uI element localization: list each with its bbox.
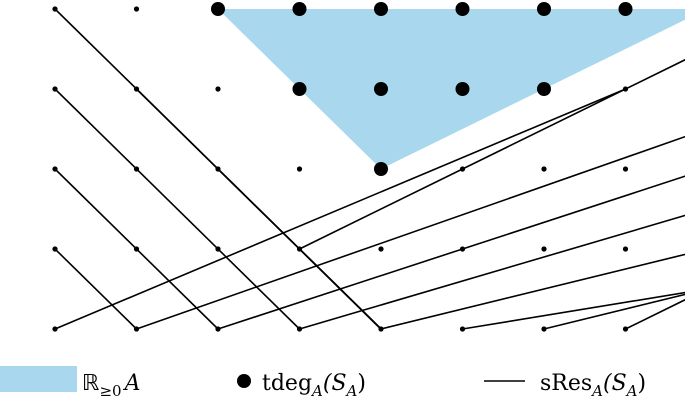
lattice-point	[378, 246, 384, 252]
tdeg-point	[292, 2, 307, 16]
rising-line	[462, 291, 685, 330]
lattice-point	[378, 326, 384, 332]
lattice-point	[459, 326, 466, 332]
legend-dot-symbol	[237, 374, 251, 388]
lattice-point	[52, 166, 58, 172]
lattice-point	[52, 326, 58, 332]
rising-line	[625, 298, 685, 330]
lattice-point	[459, 246, 466, 252]
legend-region-swatch	[0, 366, 77, 392]
lattice-point	[622, 246, 629, 252]
lattice-point	[133, 166, 140, 172]
lattice-point	[622, 166, 629, 172]
rising-line	[299, 214, 685, 330]
tdeg-point	[537, 82, 551, 96]
lattice-point	[622, 86, 629, 92]
lattice-point	[622, 326, 629, 332]
rising-line	[543, 293, 685, 330]
lattice-points	[52, 2, 633, 332]
cone-region	[218, 9, 685, 169]
lattice-point	[541, 326, 547, 332]
falling-line	[54, 88, 301, 330]
lattice-point	[215, 246, 221, 252]
lattice-point	[133, 6, 140, 12]
rising-line	[54, 88, 626, 330]
tdeg-point	[618, 2, 633, 16]
tdeg-point	[374, 162, 388, 176]
tdeg-point	[374, 2, 388, 16]
tdeg-point	[292, 82, 307, 96]
legend-dot-label: tdegA(SA)	[262, 371, 366, 400]
lattice-point	[52, 246, 58, 252]
tdeg-point	[537, 2, 551, 16]
lattice-point	[133, 326, 140, 332]
cone-polygon	[218, 9, 685, 169]
lattice-point	[541, 246, 547, 252]
lattice-point	[459, 166, 466, 172]
falling-line	[54, 248, 138, 330]
tdeg-point	[211, 2, 225, 16]
lattice-point	[215, 166, 221, 172]
rising-line	[299, 58, 685, 250]
tdeg-point	[455, 82, 470, 96]
lattice-point	[133, 86, 140, 92]
lattice-point	[296, 246, 303, 252]
lattice-point	[541, 166, 547, 172]
rising-line	[136, 135, 685, 330]
lattice-point	[215, 326, 221, 332]
lattice-point	[133, 246, 140, 252]
tdeg-point	[374, 82, 388, 96]
rising-line	[380, 253, 685, 330]
lattice-point	[52, 86, 58, 92]
lattice-point	[296, 166, 303, 172]
rising-line	[217, 175, 685, 330]
tdeg-point	[455, 2, 470, 16]
legend-line-label: sResA(SA)	[540, 371, 646, 400]
lattice-point	[52, 6, 58, 12]
lattice-point	[296, 326, 303, 332]
lattice-point	[215, 86, 221, 92]
